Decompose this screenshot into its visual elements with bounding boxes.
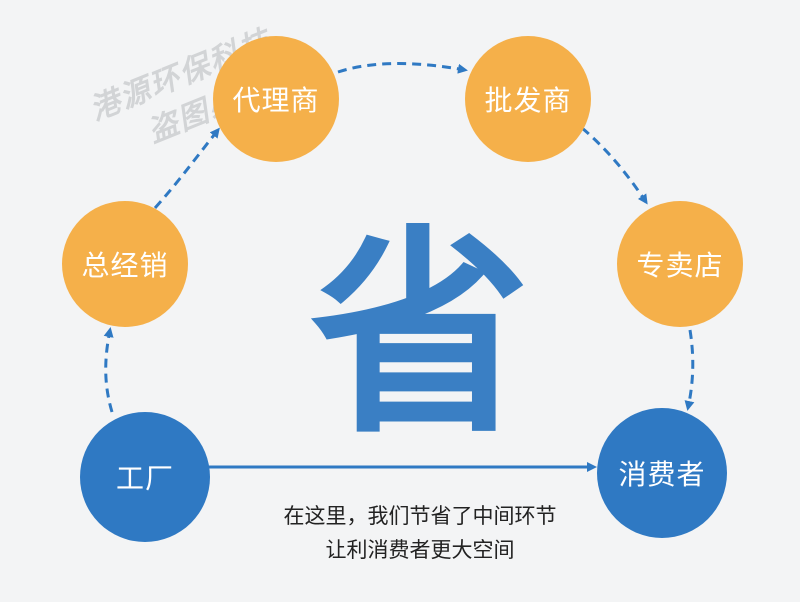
arrow-store-to-consumer [684,329,695,411]
node-agent: 代理商 [213,36,339,162]
node-specialty-store: 专卖店 [617,201,743,327]
arrow-factory-to-distributor [103,327,114,413]
caption-line-1: 在这里，我们节省了中间环节 [283,504,557,528]
node-general-distributor: 总经销 [62,201,188,327]
node-factory: 工厂 [80,412,210,542]
arrow-distributor-to-agent [153,127,220,209]
arrow-agent-to-wholesaler [337,62,468,74]
caption-line-2: 让利消费者更大空间 [325,538,515,562]
node-consumer: 消费者 [597,408,727,538]
node-wholesaler: 批发商 [465,36,591,162]
center-character: 省 [309,207,530,463]
arrow-wholesaler-to-store [581,126,648,205]
